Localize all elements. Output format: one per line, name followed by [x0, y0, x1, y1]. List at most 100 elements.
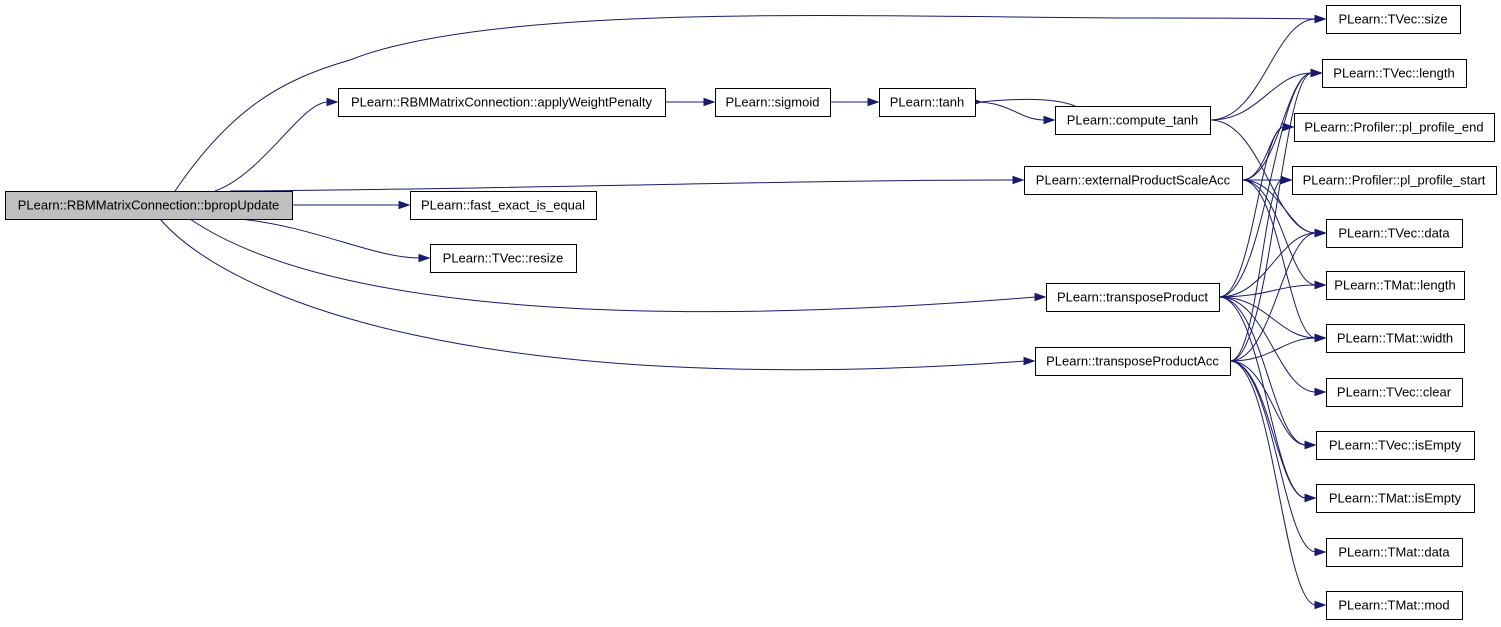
- node-label: PLearn::externalProductScaleAcc: [1036, 173, 1231, 188]
- arrowhead: [1310, 68, 1323, 78]
- arrowhead: [326, 97, 339, 107]
- arrowhead: [1282, 122, 1295, 132]
- arrowhead: [398, 200, 411, 210]
- arrowhead: [1314, 333, 1327, 343]
- arrowhead: [1314, 600, 1327, 610]
- node-label: PLearn::TMat::mod: [1338, 598, 1449, 613]
- edge-ctanh-to-vlength: [1209, 72, 1313, 121]
- arrowhead: [1280, 175, 1293, 185]
- arrowhead: [1314, 280, 1327, 290]
- edge-epsa-to-mwidth: [1241, 179, 1317, 339]
- node-label: PLearn::tanh: [890, 95, 964, 110]
- arrowhead: [1012, 175, 1025, 185]
- node-box: [1316, 431, 1475, 460]
- node-label: PLearn::fast_exact_is_equal: [421, 198, 585, 213]
- node-label: PLearn::transposeProductAcc: [1046, 354, 1219, 369]
- edge-tp-to-ppend: [1218, 126, 1285, 298]
- arrowhead: [1023, 356, 1036, 366]
- node-label: PLearn::TMat::length: [1334, 278, 1455, 293]
- node-ppend[interactable]: PLearn::Profiler::pl_profile_end: [1294, 113, 1495, 142]
- node-vlength[interactable]: PLearn::TVec::length: [1322, 59, 1467, 88]
- edge-epsa-to-vdata: [1241, 179, 1317, 234]
- node-tpa[interactable]: PLearn::transposeProductAcc: [1035, 347, 1231, 376]
- node-label: PLearn::TMat::width: [1337, 331, 1453, 346]
- node-label: PLearn::RBMMatrixConnection::bpropUpdate: [18, 198, 280, 213]
- edge-tp-to-mwidth: [1218, 296, 1317, 339]
- call-graph-edges: [159, 14, 1327, 610]
- node-mwidth[interactable]: PLearn::TMat::width: [1326, 324, 1465, 353]
- node-mmod[interactable]: PLearn::TMat::mod: [1326, 591, 1463, 620]
- edge-tp-to-vlength: [1218, 72, 1313, 298]
- node-vclear[interactable]: PLearn::TVec::clear: [1326, 378, 1463, 407]
- edge-tpa-to-mwidth: [1229, 337, 1317, 362]
- node-box: [1326, 271, 1465, 300]
- node-box: [1316, 484, 1475, 513]
- node-vsize[interactable]: PLearn::TVec::size: [1326, 5, 1461, 34]
- edge-tp-to-vclear: [1218, 296, 1317, 393]
- node-box: [430, 244, 577, 273]
- node-box: [410, 191, 597, 220]
- node-box: [1046, 283, 1220, 312]
- edge-tpa-to-mmod: [1229, 360, 1317, 606]
- edge-tpa-to-visempty: [1229, 360, 1307, 446]
- node-sigmoid[interactable]: PLearn::sigmoid: [715, 88, 831, 117]
- node-label: PLearn::compute_tanh: [1067, 113, 1199, 128]
- node-box: [338, 88, 666, 117]
- edge-tp-to-misempty: [1218, 296, 1307, 499]
- node-box: [1326, 591, 1463, 620]
- node-ctanh[interactable]: PLearn::compute_tanh: [1055, 106, 1211, 135]
- node-box: [1326, 5, 1461, 34]
- arrowhead: [703, 97, 716, 107]
- edge-tpa-to-vdata: [1229, 232, 1317, 362]
- arrowhead: [1304, 493, 1317, 503]
- node-box: [1326, 378, 1463, 407]
- node-box: [1326, 219, 1463, 248]
- edge-tpa-to-ppstart: [1229, 179, 1283, 362]
- arrowhead: [1034, 292, 1047, 302]
- node-label: PLearn::TVec::size: [1338, 12, 1447, 27]
- node-label: PLearn::transposeProduct: [1057, 290, 1208, 305]
- node-box: [5, 191, 293, 220]
- node-label: PLearn::sigmoid: [726, 95, 820, 110]
- node-label: PLearn::Profiler::pl_profile_end: [1304, 120, 1483, 135]
- node-epsa[interactable]: PLearn::externalProductScaleAcc: [1024, 166, 1243, 195]
- node-label: PLearn::TMat::data: [1338, 545, 1450, 560]
- edge-root-to-resize: [239, 218, 421, 259]
- edge-tp-to-vdata: [1218, 232, 1317, 298]
- node-root[interactable]: PLearn::RBMMatrixConnection::bpropUpdate: [5, 191, 293, 220]
- edge-root-to-tp: [189, 218, 1037, 313]
- node-label: PLearn::TVec::isEmpty: [1329, 438, 1462, 453]
- arrowhead: [1304, 440, 1317, 450]
- node-tanh[interactable]: PLearn::tanh: [879, 88, 976, 117]
- node-label: PLearn::RBMMatrixConnection::applyWeight…: [351, 95, 653, 110]
- call-graph-nodes: PLearn::RBMMatrixConnection::bpropUpdate…: [5, 5, 1497, 620]
- node-tp[interactable]: PLearn::transposeProduct: [1046, 283, 1220, 312]
- node-box: [879, 88, 976, 117]
- node-resize[interactable]: PLearn::TVec::resize: [430, 244, 577, 273]
- node-awp[interactable]: PLearn::RBMMatrixConnection::applyWeight…: [338, 88, 666, 117]
- node-label: PLearn::Profiler::pl_profile_start: [1303, 173, 1486, 188]
- edge-root-to-vsize: [174, 14, 1317, 192]
- edge-tp-to-visempty: [1218, 296, 1307, 446]
- arrowhead: [867, 97, 880, 107]
- node-feq[interactable]: PLearn::fast_exact_is_equal: [410, 191, 597, 220]
- node-box: [1326, 538, 1463, 567]
- edge-ctanh-to-tanh: [980, 98, 1076, 107]
- arrowhead: [1314, 387, 1327, 397]
- arrowhead: [1314, 547, 1327, 557]
- node-box: [1024, 166, 1243, 195]
- node-vdata[interactable]: PLearn::TVec::data: [1326, 219, 1463, 248]
- node-ppstart[interactable]: PLearn::Profiler::pl_profile_start: [1292, 166, 1497, 195]
- node-box: [715, 88, 831, 117]
- node-mdata[interactable]: PLearn::TMat::data: [1326, 538, 1463, 567]
- edge-tanh-to-ctanh: [974, 101, 1046, 121]
- edge-ctanh-to-vsize: [1209, 18, 1317, 121]
- arrowhead: [1314, 14, 1327, 24]
- node-label: PLearn::TMat::isEmpty: [1329, 491, 1462, 506]
- node-visempty[interactable]: PLearn::TVec::isEmpty: [1316, 431, 1475, 460]
- node-box: [1326, 324, 1465, 353]
- node-box: [1294, 113, 1495, 142]
- node-misempty[interactable]: PLearn::TMat::isEmpty: [1316, 484, 1475, 513]
- node-mlength[interactable]: PLearn::TMat::length: [1326, 271, 1465, 300]
